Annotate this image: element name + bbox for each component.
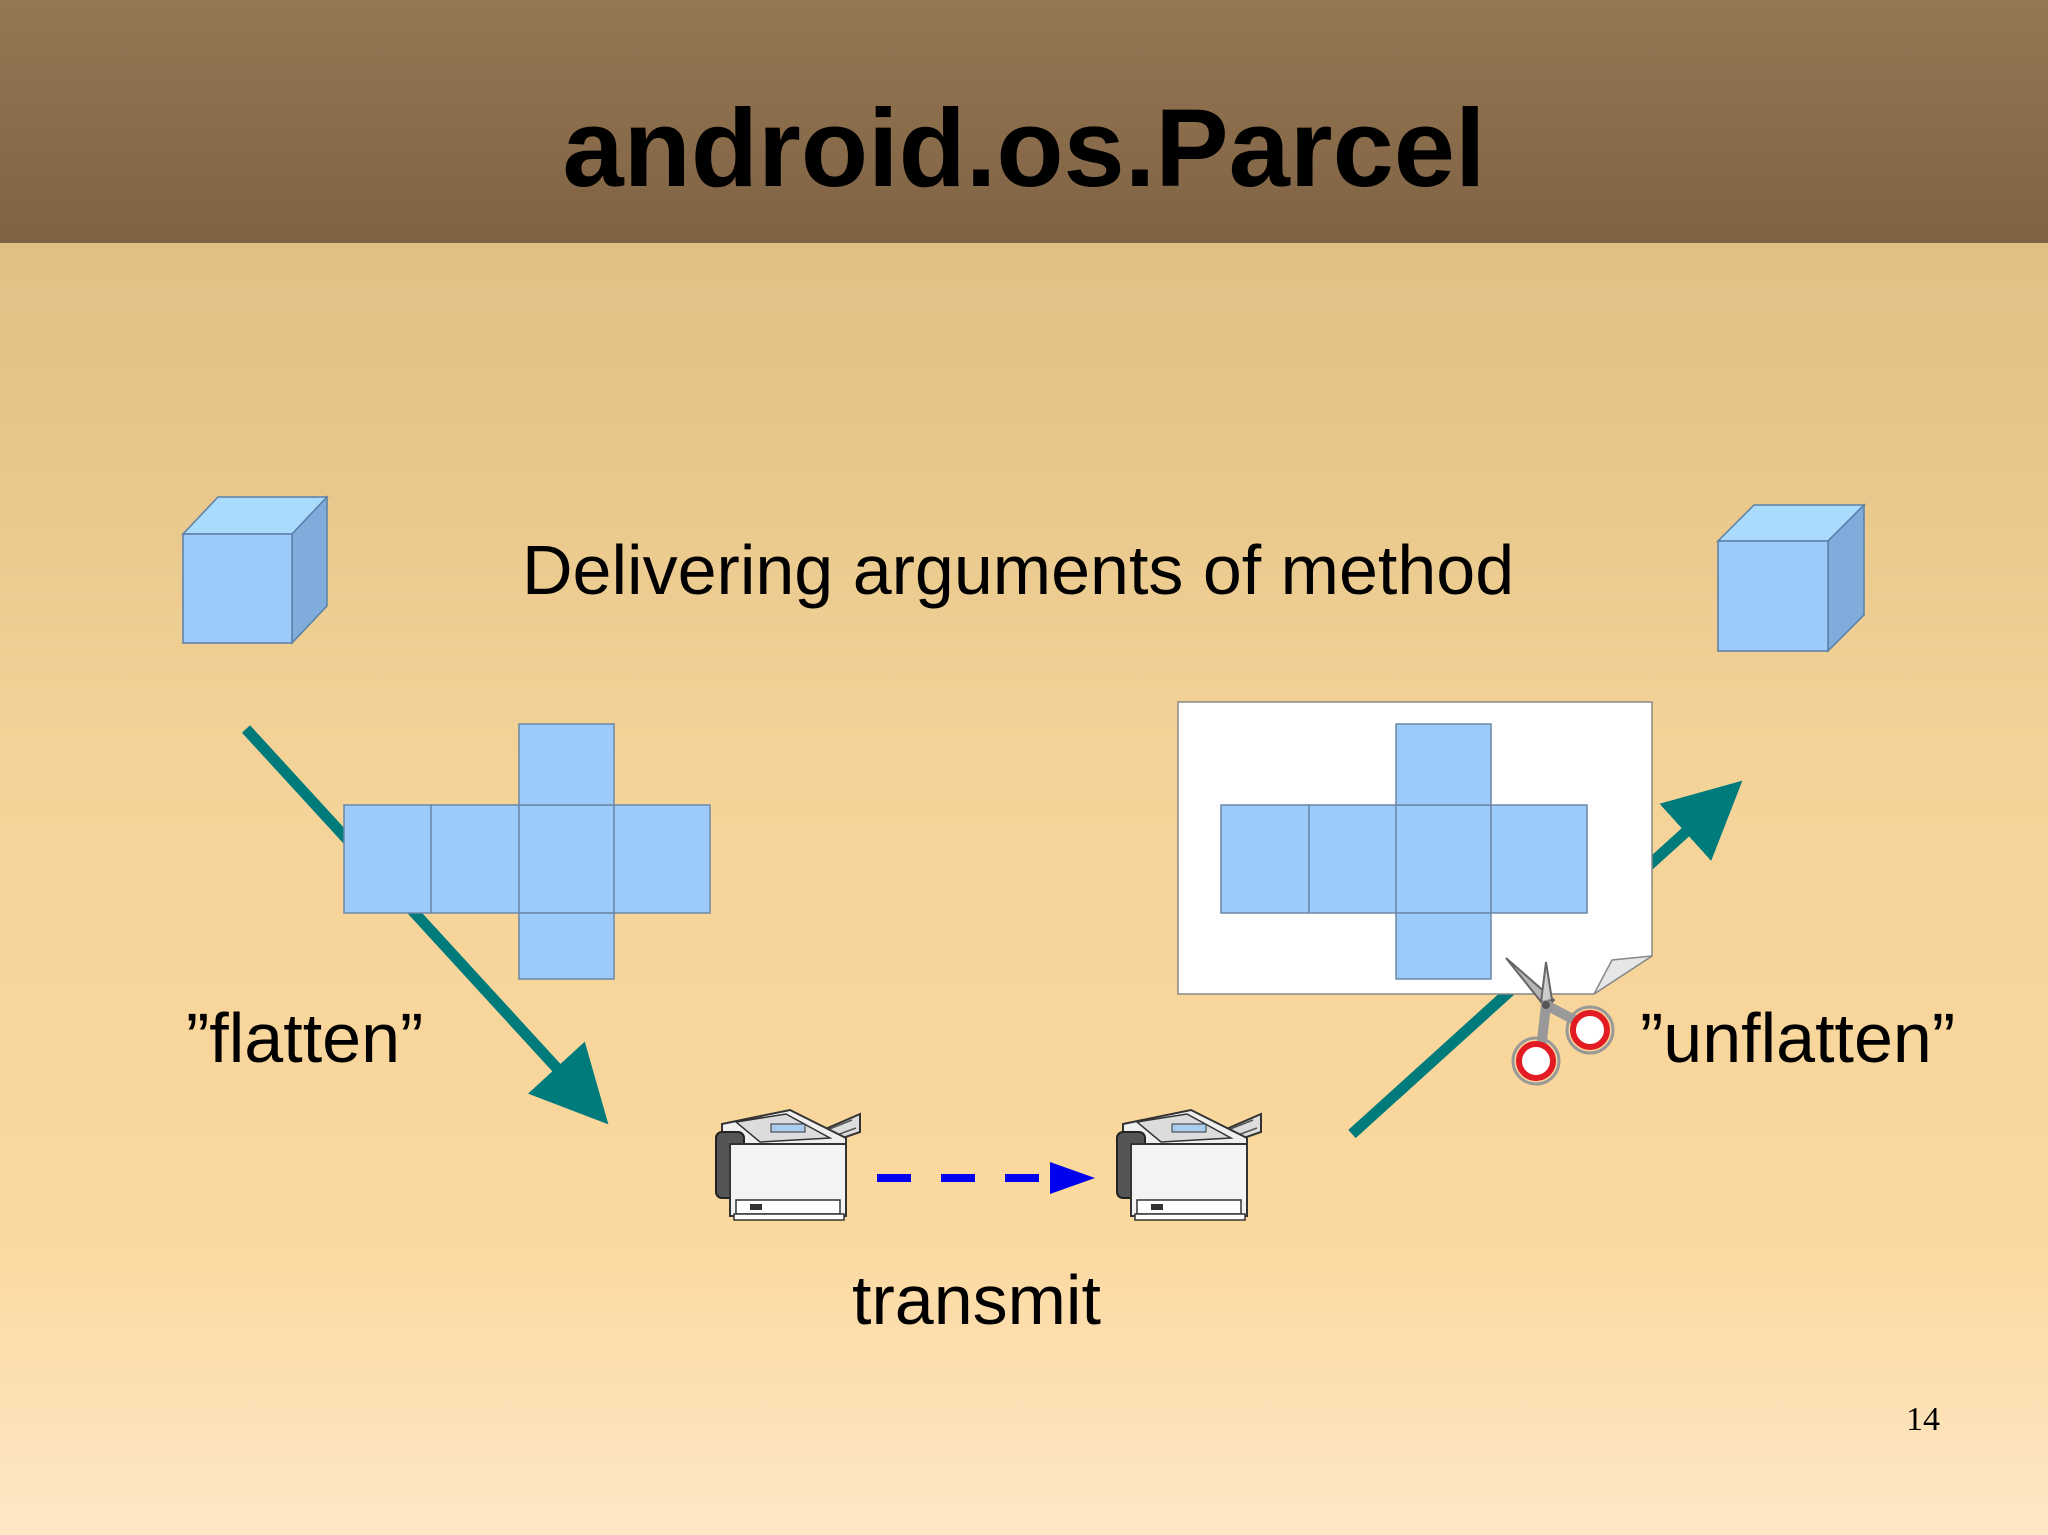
title-bar (0, 0, 2048, 243)
cube-icon (181, 495, 329, 645)
cube-net-icon (1220, 723, 1588, 980)
flatten-label: ”flatten” (186, 999, 424, 1077)
fax-machine-icon (1116, 1108, 1262, 1221)
flatten-arrow (241, 725, 609, 1125)
transmit-label: transmit (852, 1261, 1101, 1339)
diagram-subtitle: Delivering arguments of method (522, 531, 1515, 609)
fax-machine-icon (715, 1108, 861, 1221)
transmit-arrow (877, 1162, 1095, 1194)
cube-icon (1716, 503, 1866, 653)
unflatten-label: ”unflatten” (1640, 999, 1956, 1077)
cube-net-icon (343, 723, 711, 980)
slide-title: android.os.Parcel (562, 87, 1486, 210)
paper-sheet-icon (1177, 701, 1653, 995)
scissors-icon (1505, 957, 1615, 1086)
page-number: 14 (1906, 1401, 1940, 1438)
